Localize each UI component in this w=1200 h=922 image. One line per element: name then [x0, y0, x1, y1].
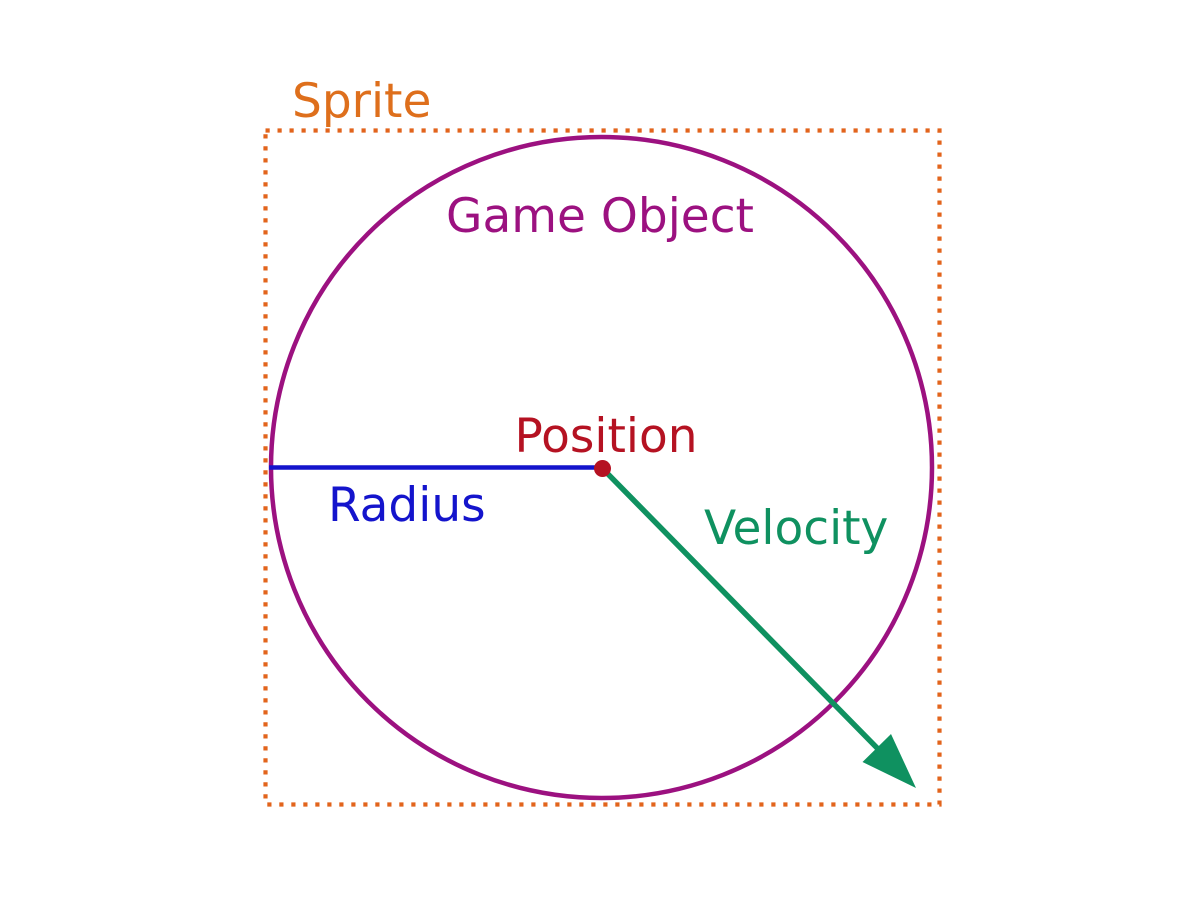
velocity-arrow-shaft	[603, 469, 884, 755]
position-dot	[594, 460, 611, 477]
radius-label: Radius	[328, 478, 486, 533]
velocity-arrow	[603, 469, 916, 788]
velocity-label: Velocity	[704, 501, 888, 556]
game-object-label: Game Object	[446, 189, 754, 244]
sprite-bounding-box	[263, 128, 942, 807]
position-label: Position	[515, 409, 698, 464]
sprite-label: Sprite	[292, 74, 431, 129]
velocity-arrowhead-icon	[862, 734, 916, 788]
